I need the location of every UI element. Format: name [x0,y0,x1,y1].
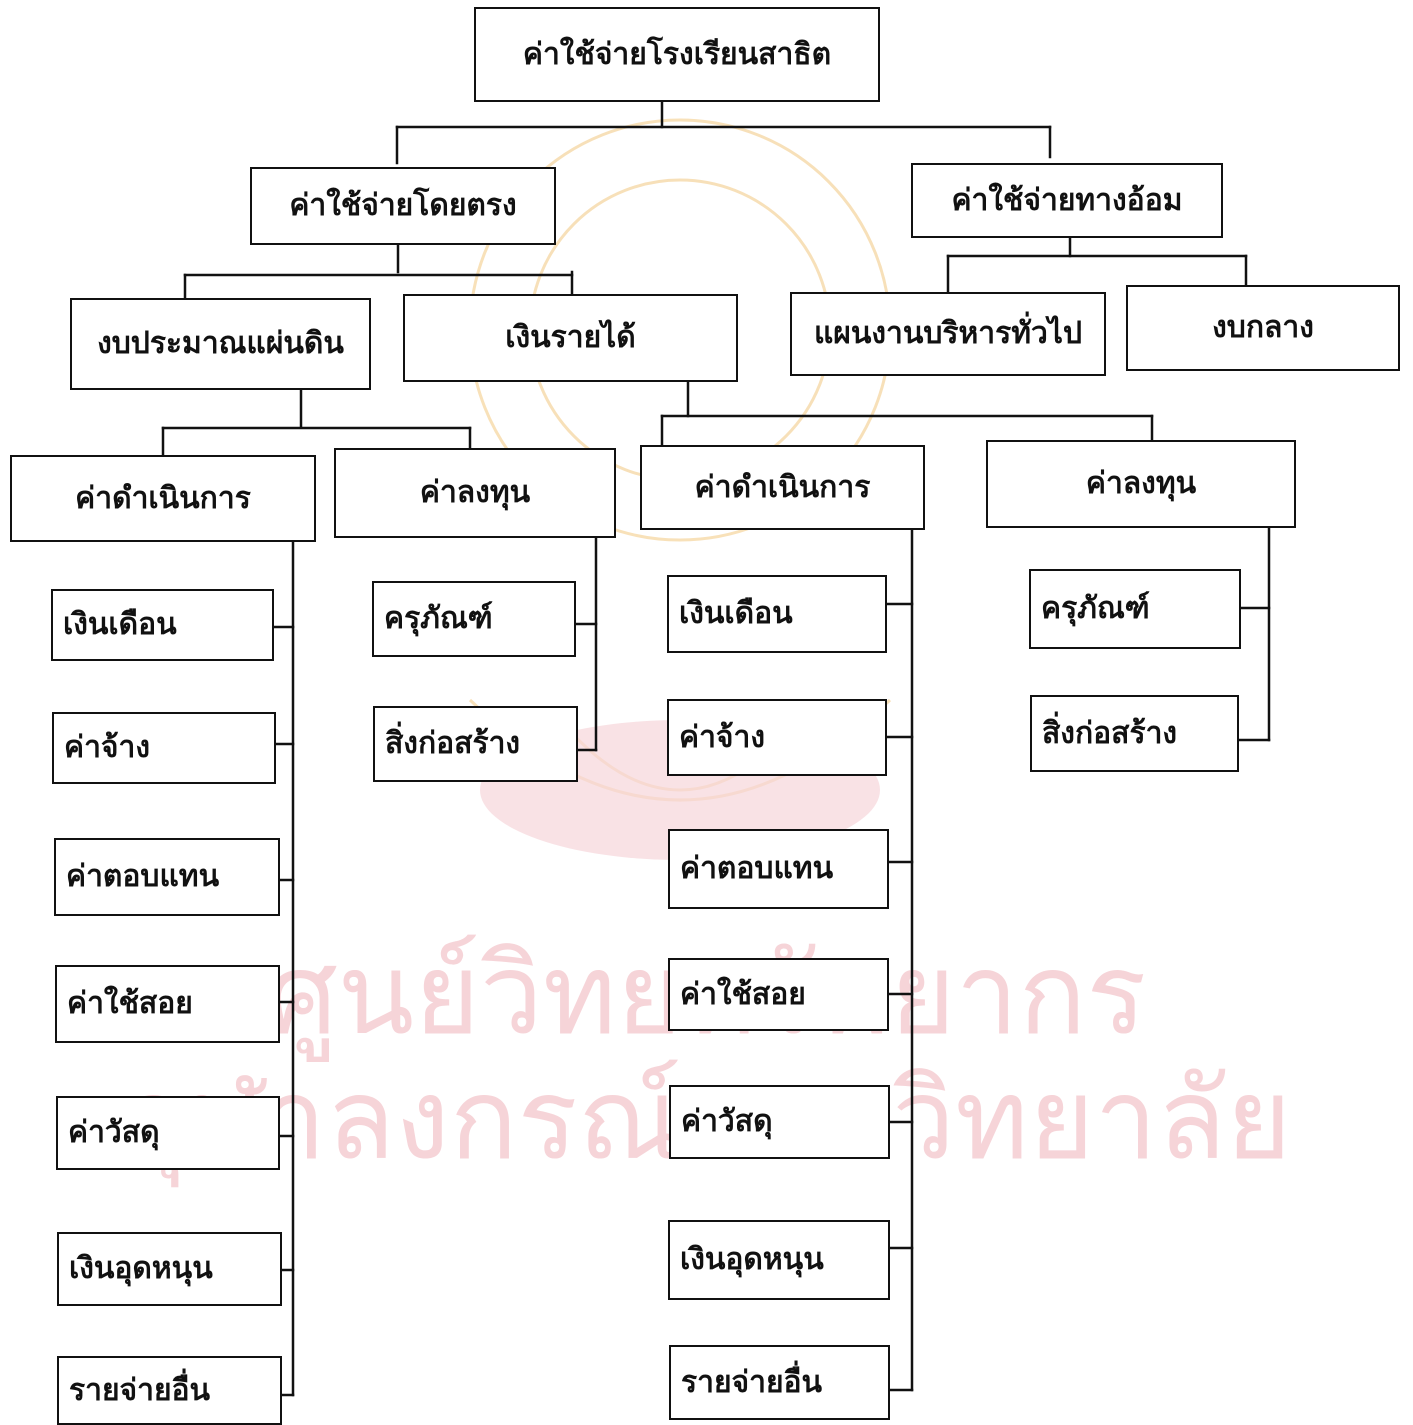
gov-op-item-subsidies: เงินอุดหนุน [57,1232,282,1306]
rev-op-item-salary: เงินเดือน [667,575,887,653]
gov-op-item-salary: เงินเดือน [51,589,274,661]
direct-cost-node: ค่าใช้จ่ายโดยตรง [250,167,556,245]
gov-op-item-wages: ค่าจ้าง [52,712,276,784]
rev-op-item-other: รายจ่ายอื่น [669,1345,890,1420]
gov-op-item-other: รายจ่ายอื่น [57,1356,282,1425]
gov-op-item-expenses: ค่าใช้สอย [55,965,280,1043]
indirect-cost-node: ค่าใช้จ่ายทางอ้อม [911,163,1223,238]
gov-operating-node: ค่าดำเนินการ [10,455,316,542]
rev-investment-node: ค่าลงทุน [986,440,1296,528]
gov-op-item-materials: ค่าวัสดุ [56,1096,280,1170]
rev-inv-item-construction: สิ่งก่อสร้าง [1030,695,1239,772]
rev-op-item-subsidies: เงินอุดหนุน [668,1220,890,1300]
gov-inv-item-equipment: ครุภัณฑ์ [372,581,576,657]
central-budget-node: งบกลาง [1126,285,1400,371]
gov-inv-item-construction: สิ่งก่อสร้าง [373,706,578,782]
rev-op-item-wages: ค่าจ้าง [667,699,887,776]
rev-op-item-compensation: ค่าตอบแทน [668,829,889,909]
gov-investment-node: ค่าลงทุน [334,448,616,538]
revenue-node: เงินรายได้ [403,294,738,382]
rev-op-item-expenses: ค่าใช้สอย [668,958,889,1031]
gov-budget-node: งบประมาณแผ่นดิน [70,298,371,390]
root-node: ค่าใช้จ่ายโรงเรียนสาธิต [474,7,880,102]
rev-operating-node: ค่าดำเนินการ [640,445,925,530]
rev-inv-item-equipment: ครุภัณฑ์ [1029,569,1241,649]
rev-op-item-materials: ค่าวัสดุ [669,1085,890,1159]
gov-op-item-compensation: ค่าตอบแทน [54,838,280,916]
admin-plan-node: แผนงานบริหารทั่วไป [790,292,1106,376]
